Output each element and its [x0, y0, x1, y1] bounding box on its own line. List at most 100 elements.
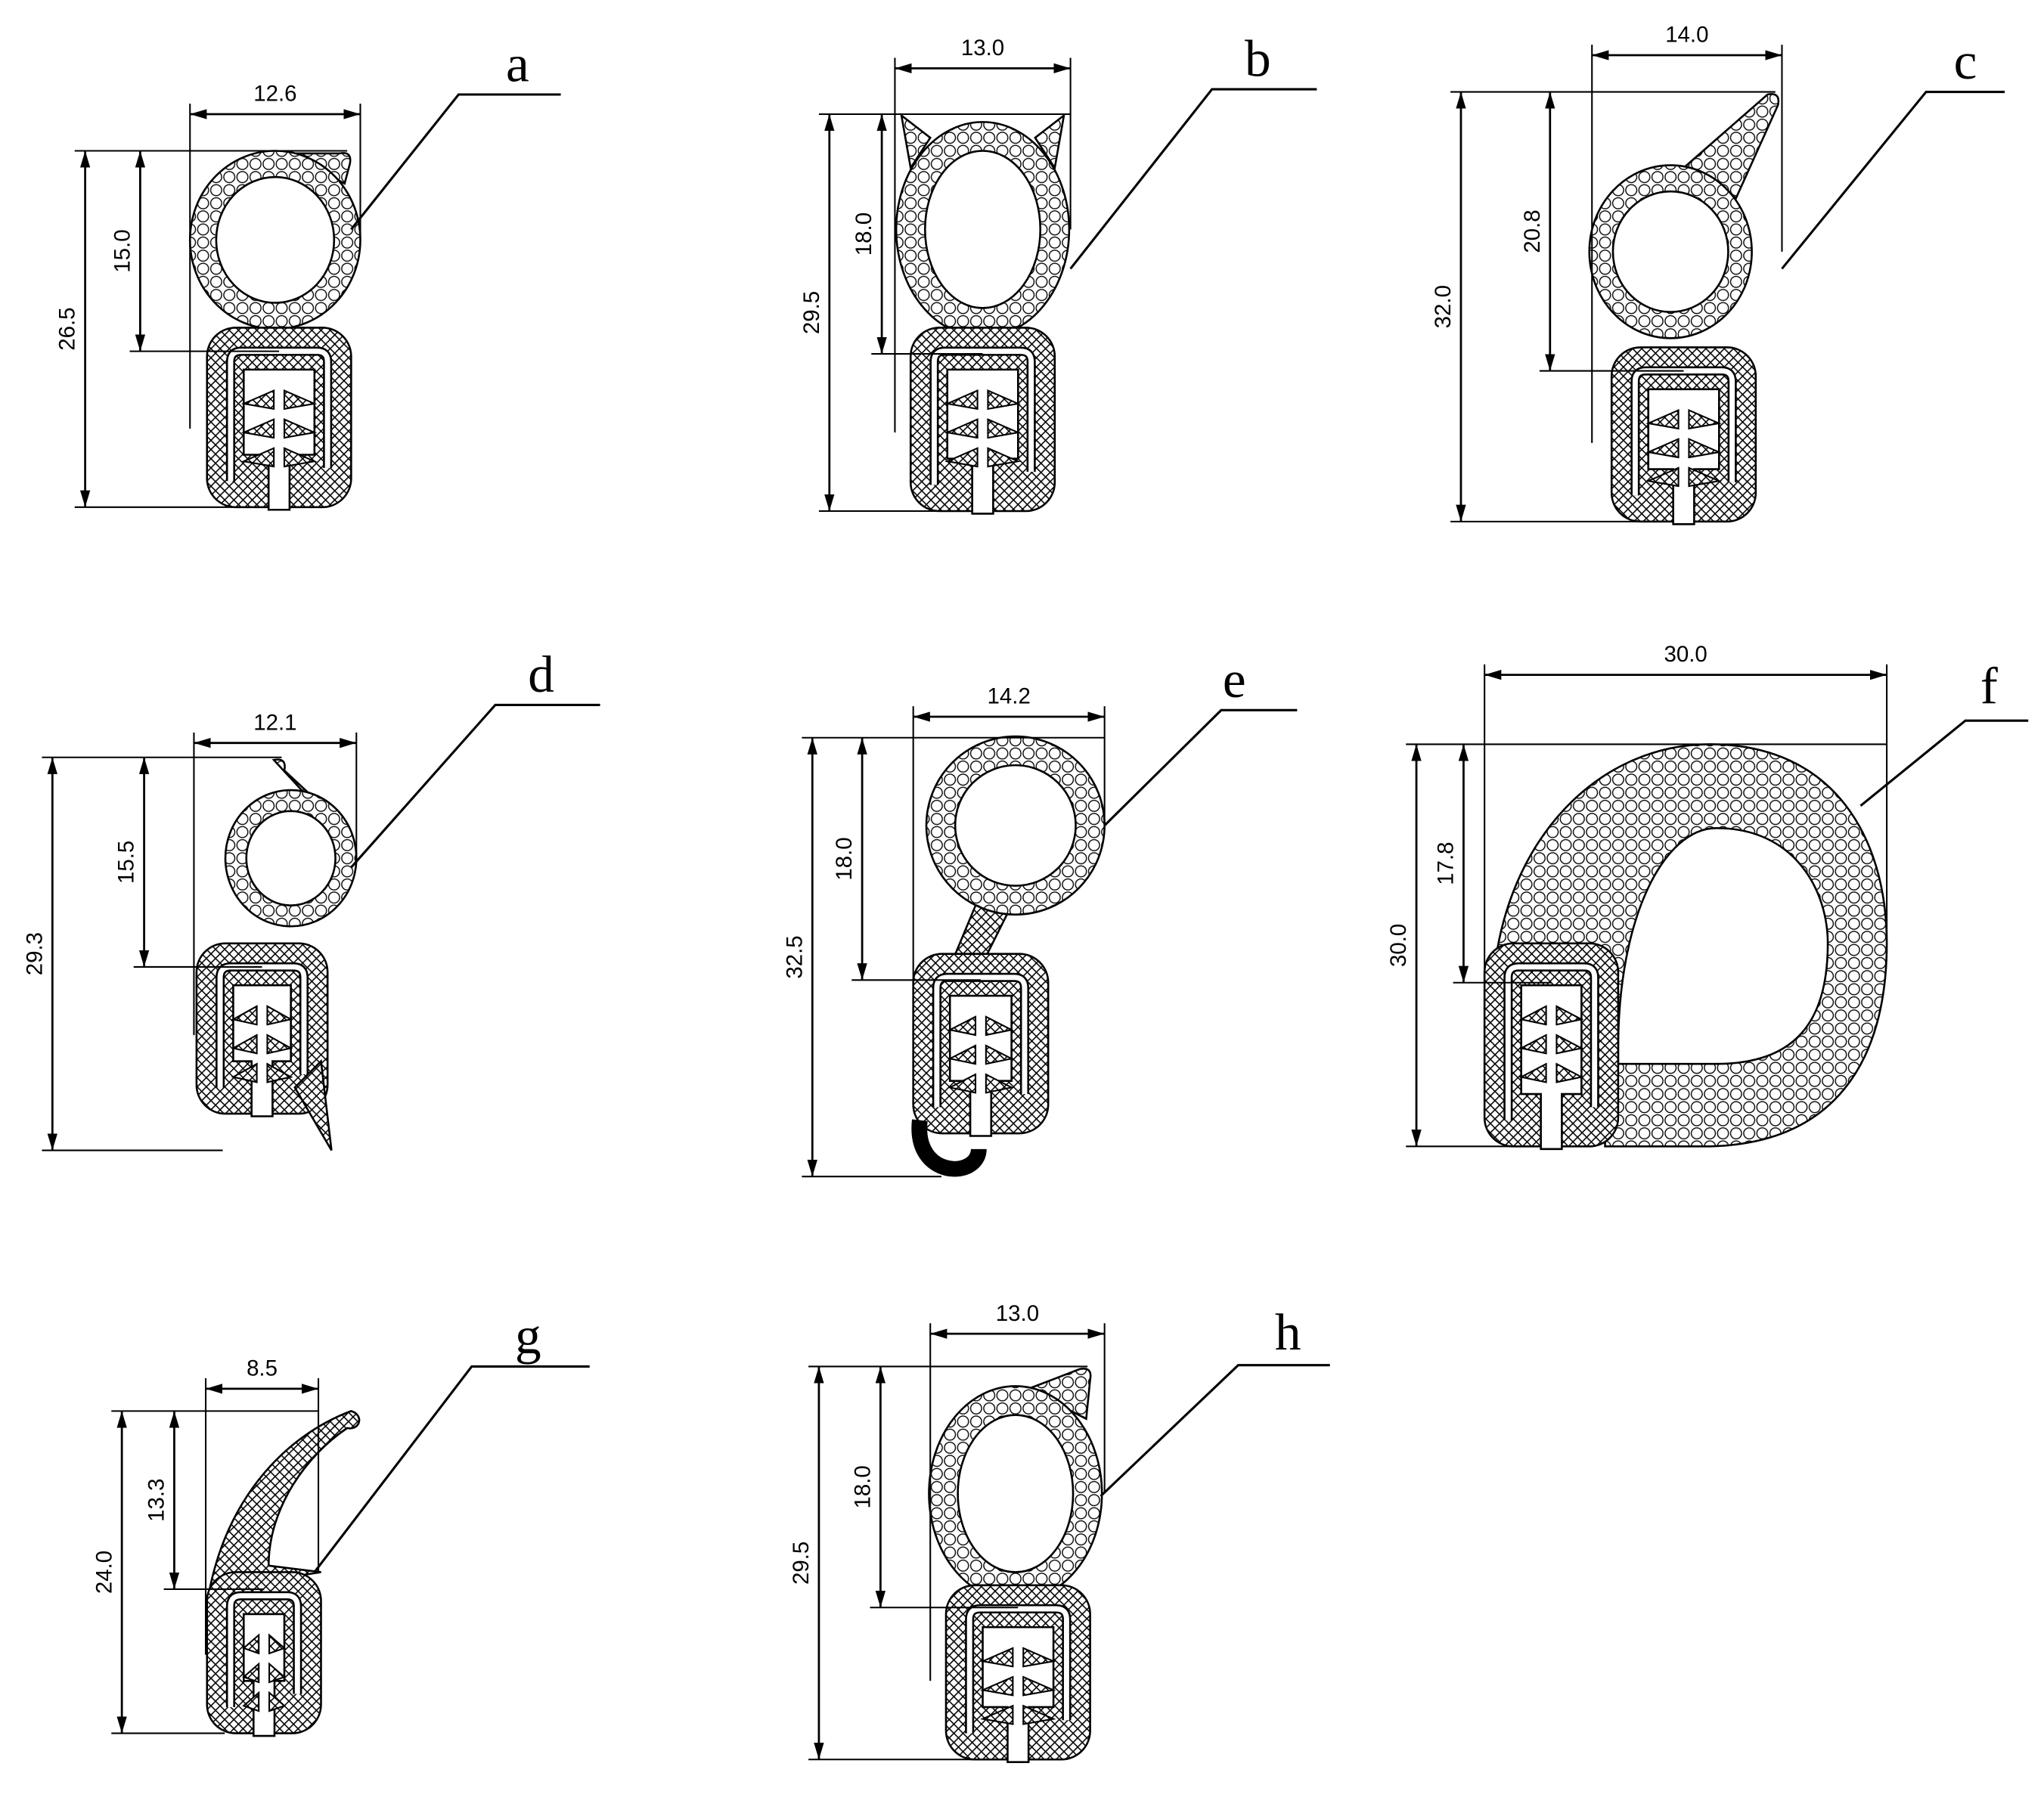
- gripping-finger: [1555, 1062, 1584, 1083]
- metal-insert-core: [966, 1606, 1069, 1734]
- gripping-finger: [268, 1662, 287, 1684]
- bulb-height-dimension: 15.0: [110, 229, 135, 272]
- height-dimension: 29.5: [799, 291, 824, 334]
- bulb-hollow: [923, 150, 1042, 309]
- gripping-finger: [1022, 1675, 1056, 1697]
- seal-profile: 30.030.017.8f: [1386, 642, 2029, 1151]
- width-dimension: 14.2: [988, 684, 1031, 709]
- gripping-finger: [948, 1015, 977, 1037]
- gripping-finger: [242, 1662, 260, 1684]
- leader-line: [1103, 708, 1298, 826]
- gripping-finger: [948, 1073, 977, 1094]
- gripping-finger: [1518, 1005, 1547, 1026]
- sealing-lip: [1682, 93, 1780, 200]
- bulb-hollow: [245, 810, 337, 906]
- profile-label: a: [506, 35, 529, 93]
- height-dimension: 32.0: [1431, 285, 1456, 328]
- profile-label: d: [528, 645, 554, 703]
- bulb-height-dimension: 13.3: [144, 1479, 169, 1522]
- height-dimension: 24.0: [91, 1551, 116, 1594]
- profile-label: f: [1980, 657, 1999, 715]
- gripping-finger: [1022, 1704, 1056, 1725]
- gripping-finger: [1645, 408, 1680, 430]
- gripping-finger: [283, 389, 318, 411]
- gripping-finger: [944, 389, 979, 411]
- bulb-hollow: [215, 175, 336, 304]
- leader-line: [1781, 90, 2005, 270]
- gripping-finger: [1645, 438, 1680, 459]
- width-dimension: 13.0: [961, 36, 1004, 60]
- gripping-finger: [242, 1690, 260, 1712]
- profile-label: g: [515, 1306, 541, 1365]
- metal-insert-core: [228, 349, 330, 482]
- gripping-finger: [266, 1062, 293, 1083]
- bulb-height-dimension: 18.0: [851, 1465, 876, 1508]
- gripping-finger: [979, 1704, 1014, 1725]
- hook: [911, 1119, 987, 1177]
- width-dimension: 13.0: [996, 1301, 1039, 1326]
- gripping-finger: [1688, 438, 1722, 459]
- gripping-finger: [231, 1034, 258, 1055]
- gripping-finger: [231, 1062, 258, 1083]
- gripping-finger: [268, 1633, 287, 1655]
- sealing-lip: [208, 1409, 361, 1591]
- sealing-lip: [1026, 1368, 1092, 1421]
- profile-label: b: [1245, 29, 1271, 88]
- gripping-finger: [268, 1690, 287, 1712]
- gripping-finger: [242, 1633, 260, 1655]
- height-dimension: 32.5: [782, 935, 807, 978]
- bulb-height-dimension: 18.0: [851, 212, 876, 256]
- gripping-finger: [985, 1073, 1014, 1094]
- profile-label: h: [1275, 1303, 1301, 1361]
- gripping-finger: [987, 447, 1021, 468]
- bulb-hollow: [954, 764, 1077, 887]
- gripping-finger: [944, 418, 979, 439]
- gripping-finger: [1518, 1062, 1547, 1083]
- metal-insert-core: [228, 1593, 300, 1707]
- gripping-finger: [240, 418, 275, 439]
- gripping-finger: [266, 1034, 293, 1055]
- right-lip: [1034, 113, 1065, 171]
- gripping-finger: [266, 1005, 293, 1026]
- gripping-finger: [1688, 466, 1722, 488]
- leader-line: [1069, 88, 1317, 270]
- width-dimension: 12.6: [253, 82, 296, 107]
- leader-line: [1100, 1364, 1330, 1498]
- seal-profile: 13.0 29.5 18.0 b: [799, 29, 1317, 515]
- clip-slot: [1520, 984, 1583, 1151]
- width-dimension: 14.0: [1665, 23, 1708, 48]
- gripping-finger: [283, 447, 318, 468]
- left-lip: [900, 113, 932, 171]
- gripping-finger: [1555, 1005, 1584, 1026]
- width-dimension: 30.0: [1664, 642, 1707, 667]
- gripping-finger: [944, 447, 979, 468]
- height-dimension: 29.5: [789, 1542, 814, 1585]
- sealing-lip: [271, 758, 342, 824]
- height-dimension: 26.5: [55, 308, 80, 351]
- seal-profile: 12.129.315.5d: [22, 645, 600, 1151]
- tail-lip: [293, 1058, 333, 1151]
- bulb-hollow: [957, 1414, 1075, 1573]
- gripping-finger: [948, 1044, 977, 1065]
- leader-line: [350, 93, 561, 231]
- profile-label: e: [1223, 650, 1246, 708]
- gripping-finger: [240, 389, 275, 411]
- height-dimension: 29.3: [22, 932, 47, 975]
- seal-profile: 8.5 24.0 13.3 g: [91, 1306, 590, 1737]
- gripping-finger: [979, 1675, 1014, 1697]
- seal-profile: 14.032.020.8c: [1431, 23, 2005, 525]
- gripping-finger: [985, 1044, 1014, 1065]
- seal-profile: 13.0 29.5 18.0 h: [789, 1301, 1330, 1764]
- gripping-finger: [1555, 1034, 1584, 1055]
- bulb-height-dimension: 18.0: [832, 837, 857, 880]
- bulb-hollow: [1611, 190, 1729, 313]
- width-dimension: 8.5: [247, 1356, 278, 1381]
- seal-profile: 12.6 26.5 15.0 a: [55, 35, 561, 511]
- metal-insert-core: [934, 975, 1028, 1108]
- leader-line: [313, 1365, 590, 1573]
- gripping-finger: [1688, 408, 1722, 430]
- leader-line: [350, 703, 600, 869]
- gripping-finger: [1022, 1647, 1056, 1668]
